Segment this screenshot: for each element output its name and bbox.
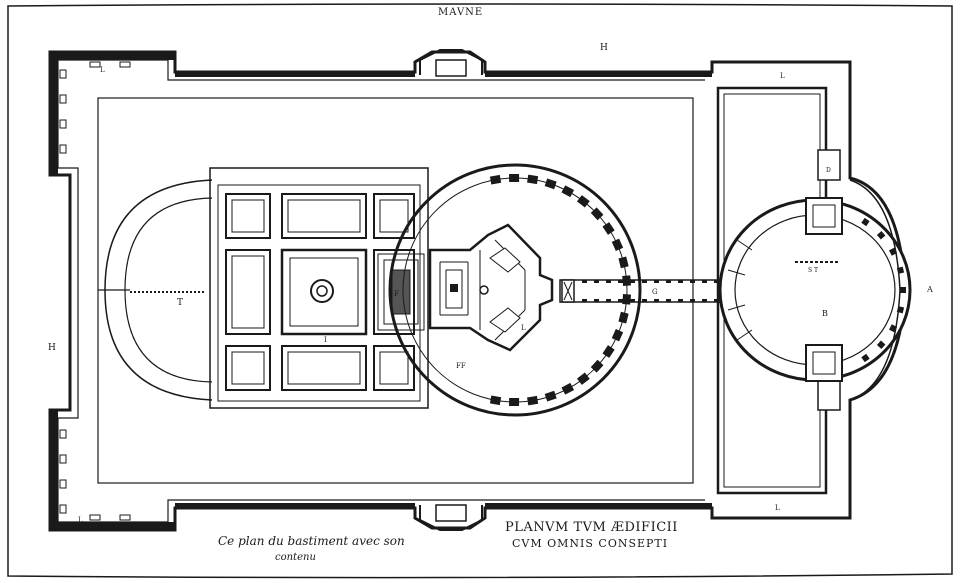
gallery-pier: [642, 299, 647, 302]
gallery-pier: [594, 280, 599, 283]
gallery-pier: [642, 280, 647, 283]
buttress: [509, 173, 520, 183]
buttress: [611, 329, 624, 342]
caption-french: Ce plan du bastiment avec son contenu: [218, 534, 405, 563]
chateau-building: [428, 223, 554, 352]
gallery-pier: [606, 299, 611, 302]
gallery-pier: [654, 299, 659, 302]
gallery-pier: [618, 280, 623, 283]
gallery-pier: [690, 299, 695, 302]
svg-text:L: L: [78, 516, 83, 524]
buttress: [544, 178, 557, 190]
buttress: [602, 345, 615, 358]
connecting-gallery: [559, 279, 721, 303]
buttress: [509, 397, 520, 407]
buttress: [561, 382, 575, 395]
gallery-pier: [654, 280, 659, 283]
gallery-pier: [606, 280, 611, 283]
buttress: [489, 174, 502, 185]
gallery-pier: [678, 299, 683, 302]
svg-text:D: D: [826, 167, 831, 174]
gallery-pier: [702, 299, 707, 302]
svg-text:CVM OMNIS CONSEPTI: CVM OMNIS CONSEPTI: [512, 537, 668, 550]
sheet-border: [7, 3, 953, 579]
buttress: [489, 395, 502, 406]
svg-text:PLANVM TVM ÆDIFICII: PLANVM TVM ÆDIFICII: [505, 520, 678, 535]
buttress: [618, 311, 629, 324]
svg-text:H: H: [48, 343, 56, 353]
gallery-pier: [690, 280, 695, 283]
oval-buttress: [876, 231, 886, 240]
buttress: [544, 390, 557, 402]
svg-text:contenu: contenu: [275, 552, 316, 563]
svg-text:L: L: [100, 66, 105, 74]
gallery-pier: [582, 299, 587, 302]
svg-text:Ce plan du bastiment avec son: Ce plan du bastiment avec son: [218, 534, 405, 548]
caption-latin: PLANVM TVM ÆDIFICII CVM OMNIS CONSEPTI: [505, 520, 678, 550]
buttress: [602, 222, 615, 235]
svg-text:H: H: [600, 43, 608, 53]
buttress: [576, 195, 590, 208]
east-bastion: [849, 179, 901, 401]
gallery-pier: [702, 280, 707, 283]
gallery-piers: [582, 280, 719, 302]
buttress: [527, 174, 539, 185]
buttress: [590, 359, 604, 373]
gallery-pier: [666, 280, 671, 283]
svg-text:L: L: [775, 504, 780, 512]
svg-text:FF: FF: [456, 362, 466, 370]
buttress: [618, 256, 629, 269]
gallery-pier: [582, 280, 587, 283]
gallery-pier: [714, 299, 719, 302]
buttress: [590, 207, 604, 221]
oval-buttress: [900, 287, 906, 293]
buttress: [576, 372, 590, 385]
svg-text:G: G: [652, 288, 658, 296]
gallery-pier: [630, 299, 635, 302]
svg-text:F: F: [394, 290, 399, 298]
east-wing: [716, 86, 841, 495]
oval-buttress: [861, 353, 870, 363]
outer-enclosure-wall: [48, 50, 907, 532]
svg-text:L: L: [780, 72, 785, 80]
central-fountain: [310, 279, 334, 303]
gallery-pier: [594, 299, 599, 302]
gallery-pier: [618, 299, 623, 302]
oval-buttress: [861, 217, 870, 227]
svg-text:T: T: [177, 298, 183, 308]
oval-buttress: [876, 340, 886, 349]
svg-text:S T: S T: [808, 267, 818, 274]
svg-text:B: B: [822, 309, 828, 318]
parterre-garden: [209, 167, 429, 409]
top-gatehouse: [419, 49, 483, 77]
plan-labels: H H L L L L L T I F FF G B A D S T: [48, 43, 933, 524]
top-label-mavne: MAVNE: [438, 7, 483, 18]
gallery-pier: [678, 280, 683, 283]
buttress: [527, 395, 539, 406]
bottom-gatehouse: [419, 504, 483, 531]
svg-text:A: A: [926, 285, 933, 294]
buttress: [622, 293, 632, 305]
gallery-pier: [666, 299, 671, 302]
oval-court: [718, 197, 912, 382]
svg-text:I: I: [324, 336, 327, 344]
buttress: [561, 185, 575, 198]
gallery-pier: [714, 280, 719, 283]
buttress: [611, 238, 624, 251]
gallery-pier: [630, 280, 635, 283]
svg-text:L: L: [521, 324, 526, 332]
